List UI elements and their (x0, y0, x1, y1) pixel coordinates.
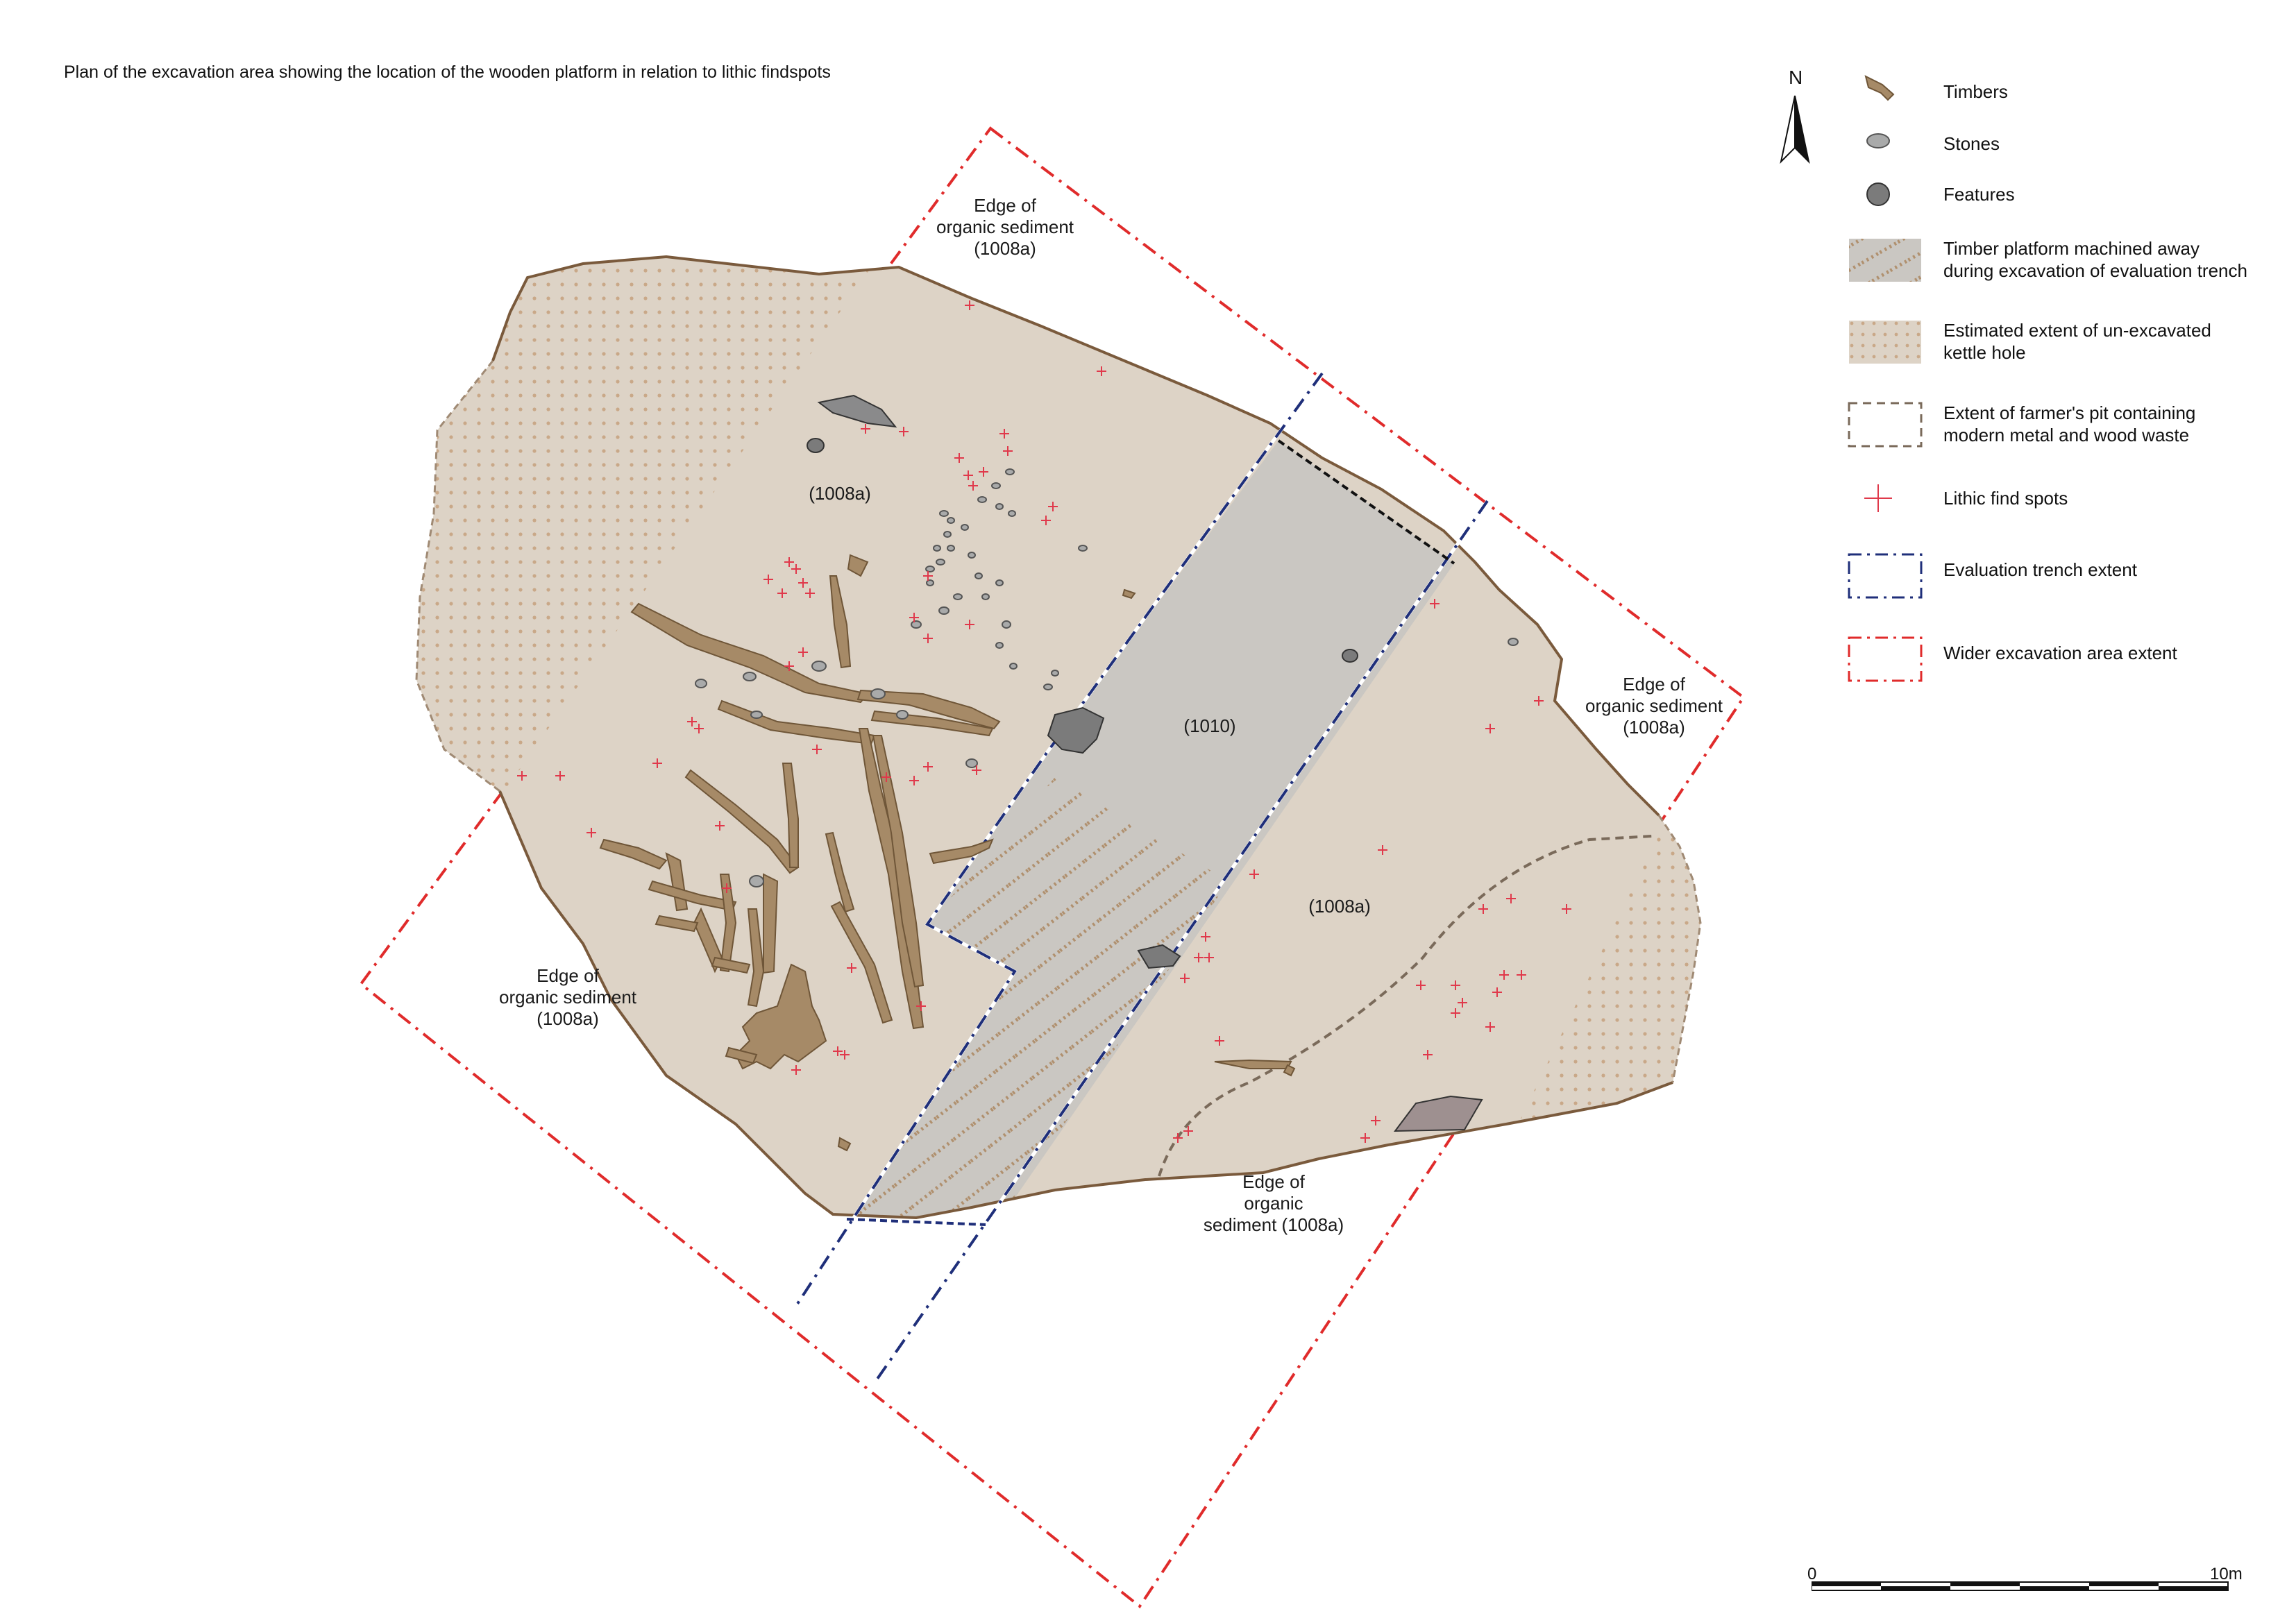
svg-text:organic sediment: organic sediment (936, 216, 1074, 237)
lithic-find-spots (517, 300, 1571, 1143)
evaluation-trench-line-west-dash (793, 372, 1324, 1309)
svg-text:(1008a): (1008a) (974, 238, 1036, 259)
label-edge-top: Edge of organic sediment (1008a) (936, 195, 1074, 259)
scale-start-label: 0 (1807, 1565, 1817, 1583)
svg-text:Edge of: Edge of (1242, 1171, 1305, 1192)
label-edge-bottom: Edge of organic sediment (1008a) (1204, 1171, 1344, 1235)
pit-swatch (1848, 402, 1923, 448)
lithic-icon (1864, 484, 1892, 512)
label-context-1010: (1010) (1183, 715, 1235, 736)
evaluation-trench-line-north (1277, 439, 1455, 565)
svg-text:Edge of: Edge of (537, 965, 599, 986)
north-label: N (1789, 67, 1803, 88)
kettle-hole-west (416, 257, 888, 798)
stone-icon (1866, 133, 1890, 148)
scale-end-label: 10m (2210, 1565, 2243, 1583)
label-context-1008a-nw: (1008a) (809, 483, 871, 504)
svg-text:Edge of: Edge of (974, 195, 1036, 216)
north-arrow-icon (1780, 95, 1810, 164)
feature-pit-southeast (1393, 1095, 1483, 1132)
platform-swatch (1849, 239, 1921, 282)
svg-text:Edge of: Edge of (1623, 674, 1685, 695)
label-edge-right: Edge of organic sediment (1008a) (1585, 674, 1723, 738)
kettle-swatch (1849, 321, 1921, 364)
evaluation-trench-line-south (846, 1218, 986, 1226)
label-context-1008a-se: (1008a) (1308, 896, 1371, 917)
plan-title: Plan of the excavation area showing the … (64, 62, 831, 82)
evaluation-trench-line-east (874, 500, 1489, 1382)
svg-text:(1008a): (1008a) (537, 1008, 599, 1029)
label-edge-left: Edge of organic sediment (1008a) (499, 965, 637, 1029)
wider-area-swatch (1848, 636, 1923, 682)
svg-text:organic: organic (1244, 1193, 1303, 1214)
platform-machined-away (847, 777, 1229, 1218)
farmers-pit-extent (1158, 835, 1653, 1177)
svg-text:organic sediment: organic sediment (1585, 695, 1723, 716)
scale-bar (1812, 1581, 2229, 1591)
svg-text:(1008a): (1008a) (1623, 717, 1685, 738)
eval-trench-swatch (1848, 553, 1923, 599)
stones (695, 468, 1519, 887)
timber-icon (1864, 75, 1895, 101)
svg-text:sediment (1008a): sediment (1008a) (1204, 1214, 1344, 1235)
features (807, 438, 1358, 969)
svg-text:organic sediment: organic sediment (499, 987, 637, 1008)
feature-icon (1866, 182, 1890, 206)
kettle-hole-edge (415, 360, 1702, 1083)
sediment-edge-outline (491, 255, 1673, 1220)
stone-large-north (817, 394, 897, 428)
